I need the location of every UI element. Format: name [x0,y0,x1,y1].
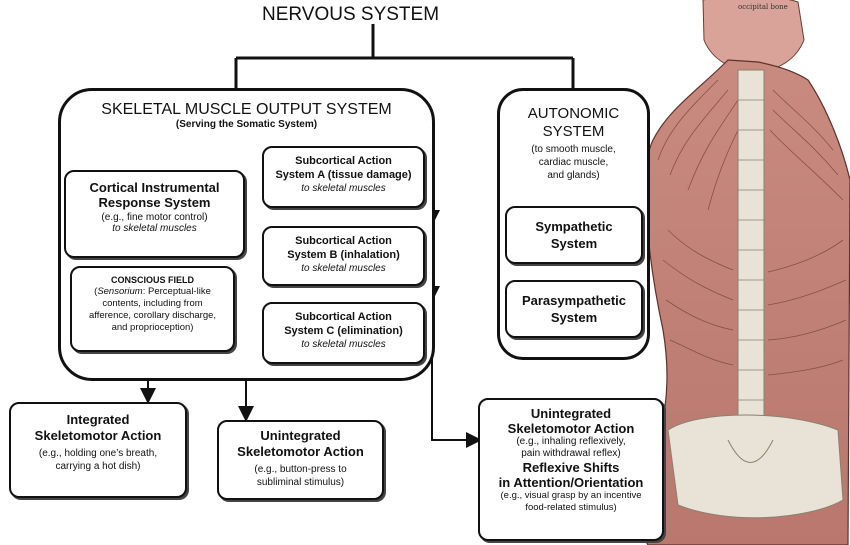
sub-c-line1: Subcortical Action [264,310,423,324]
conscious-line1: : Perceptual-like [143,286,211,297]
unintegrated-mid-example-2: subliminal stimulus) [219,476,382,489]
unintegrated-action-right-box: Unintegrated Skeletomotor Action (e.g., … [478,398,664,541]
cortical-example: (e.g., fine motor control) [66,212,243,223]
reflexive-title-1: Reflexive Shifts [480,460,662,475]
integrated-title-2: Skeletomotor Action [11,428,185,444]
unintegrated-right-example-2: pain withdrawal reflex) [480,448,662,460]
integrated-title-1: Integrated [11,412,185,428]
cortical-title-1: Cortical Instrumental [66,180,243,195]
sub-c-line2: System C (elimination) [264,324,423,338]
unintegrated-mid-title-1: Unintegrated [219,428,382,444]
unintegrated-mid-example-1: (e.g., button-press to [219,463,382,476]
conscious-line2: contents, including from [72,298,233,310]
integrated-action-box: Integrated Skeletomotor Action (e.g., ho… [9,402,187,498]
unintegrated-mid-title-2: Skeletomotor Action [219,444,382,460]
autonomic-title-2: SYSTEM [500,123,647,141]
skeletal-title: SKELETAL MUSCLE OUTPUT SYSTEM [61,101,432,119]
parasympathetic-system-box: Parasympathetic System [505,280,643,338]
sympathetic-system-box: Sympathetic System [505,206,643,264]
sub-b-line2: System B (inhalation) [264,248,423,262]
cortical-title-2: Response System [66,195,243,210]
integrated-example-2: carrying a hot dish) [11,460,185,473]
conscious-line3: afference, corollary discharge, [72,310,233,322]
reflexive-title-2: in Attention/Orientation [480,475,662,490]
conscious-field-box: CONSCIOUS FIELD (Sensorium: Perceptual-l… [70,266,235,352]
sub-a-target: to skeletal muscles [264,182,423,196]
sub-a-line2: System A (tissue damage) [264,168,423,182]
unintegrated-right-title-1: Unintegrated [480,406,662,421]
integrated-example-1: (e.g., holding one’s breath, [11,447,185,460]
autonomic-desc-1: (to smooth muscle, [500,143,647,156]
sub-b-target: to skeletal muscles [264,262,423,276]
sensorium-label: Sensorium [97,286,142,297]
unintegrated-action-mid-box: Unintegrated Skeletomotor Action (e.g., … [217,420,384,500]
sub-b-line1: Subcortical Action [264,234,423,248]
sub-c-target: to skeletal muscles [264,338,423,352]
unintegrated-right-example-1: (e.g., inhaling reflexively, [480,436,662,448]
skeletal-subtitle: (Serving the Somatic System) [61,119,432,130]
parasympathetic-line1: Parasympathetic [507,292,641,309]
cortical-target: to skeletal muscles [66,223,243,234]
cortical-instrumental-box: Cortical Instrumental Response System (e… [64,170,245,258]
autonomic-title-1: AUTONOMIC [500,105,647,123]
conscious-title: CONSCIOUS FIELD [72,274,233,286]
sympathetic-line2: System [507,235,641,252]
autonomic-desc-2: cardiac muscle, [500,156,647,169]
unintegrated-right-title-2: Skeletomotor Action [480,421,662,436]
parasympathetic-line2: System [507,309,641,326]
reflexive-example-1: (e.g., visual grasp by an incentive [480,490,662,502]
page-title: NERVOUS SYSTEM [262,4,492,26]
sub-a-line1: Subcortical Action [264,154,423,168]
sympathetic-line1: Sympathetic [507,218,641,235]
autonomic-desc-3: and glands) [500,169,647,182]
subcortical-system-c-box: Subcortical Action System C (elimination… [262,302,425,364]
subcortical-system-b-box: Subcortical Action System B (inhalation)… [262,226,425,286]
reflexive-example-2: food-related stimulus) [480,502,662,514]
conscious-line4: and proprioception) [72,322,233,334]
subcortical-system-a-box: Subcortical Action System A (tissue dama… [262,146,425,208]
